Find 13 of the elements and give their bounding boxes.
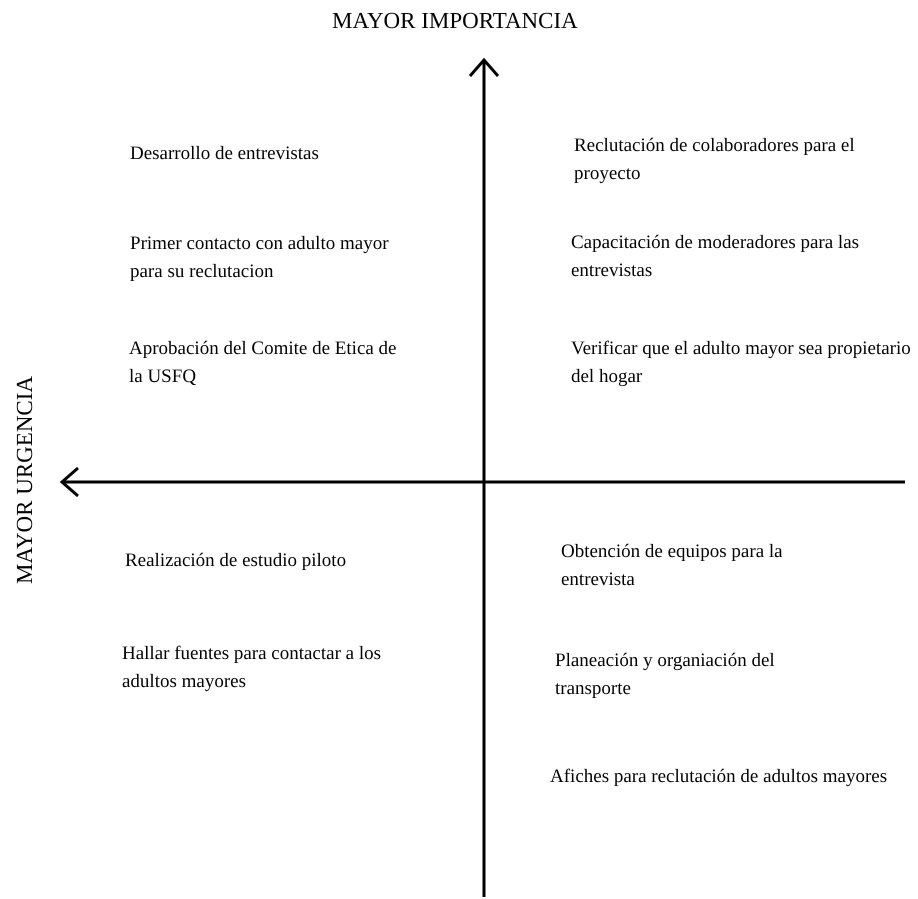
task-text: Realización de estudio piloto (125, 549, 348, 573)
task-text: Desarrollo de entrevistas (130, 142, 320, 166)
task-text: Afiches para reclutación de adultos mayores (550, 765, 888, 789)
axis-title: MAYOR URGENCIA (12, 376, 38, 584)
task-text: Capacitación de moderadores para las entrevistas (571, 231, 860, 283)
task-text: Planeación y organiación del transporte (555, 649, 776, 701)
task-text: Obtención de equipos para la entrevista (561, 540, 784, 592)
task-text: Reclutación de colaboradores para el proyecto (574, 134, 856, 186)
axis-title: MAYOR IMPORTANCIA (332, 8, 578, 34)
task-text: Verificar que el adulto mayor sea propietario del hogar (571, 337, 911, 389)
task-text: Aprobación del Comite de Etica de la USFQ (129, 337, 398, 389)
task-text: Primer contacto con adulto mayor para su reclutacion (130, 232, 390, 284)
task-text: Hallar fuentes para contactar a los adultos mayores (122, 642, 382, 694)
